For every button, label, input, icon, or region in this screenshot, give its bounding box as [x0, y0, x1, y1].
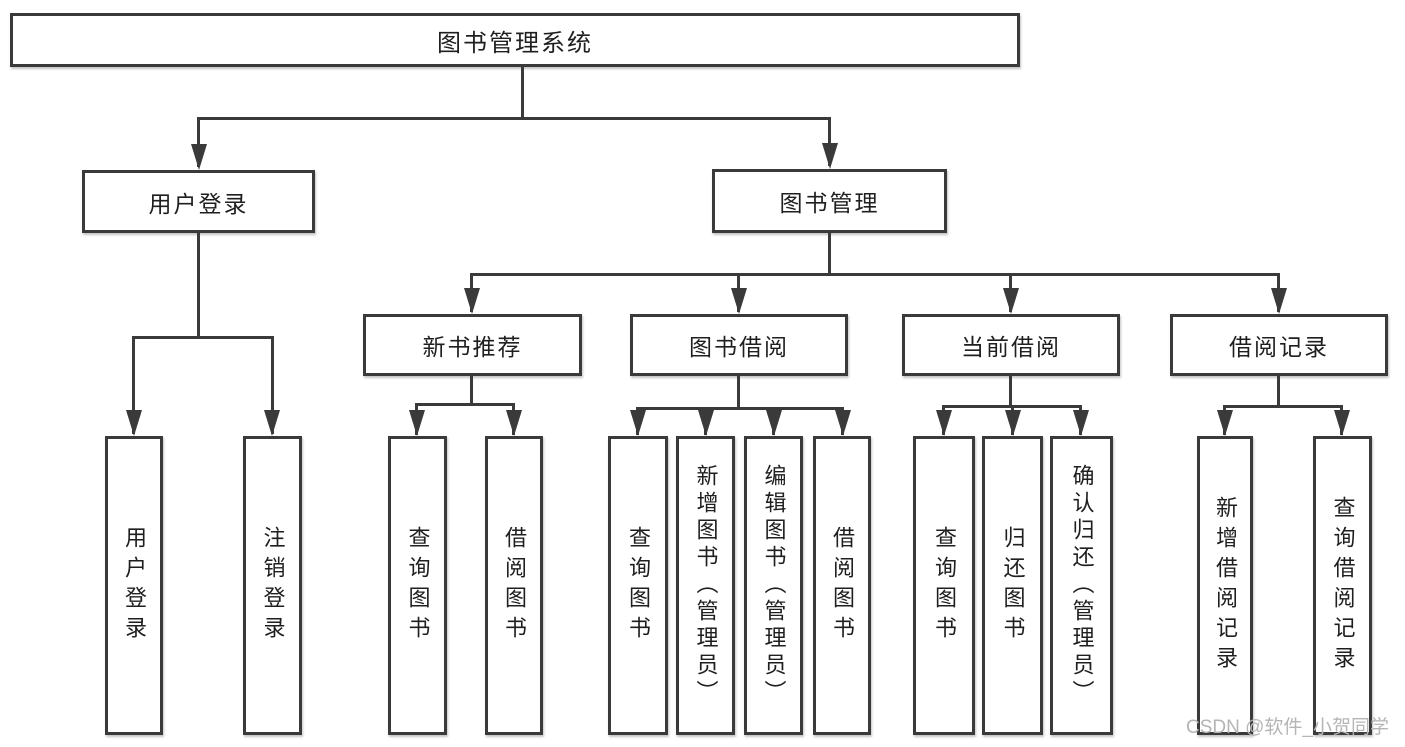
- leaf-add-books-admin-label: 新增图书（管理员）: [693, 464, 719, 707]
- leaf-borrow-books-recommend: 借阅图书: [485, 436, 543, 735]
- leaf-user-login: 用户登录: [105, 436, 163, 735]
- connector-hline: [415, 403, 515, 406]
- connector-vline: [737, 376, 740, 409]
- leaf-borrow-books-borrow: 借阅图书: [813, 436, 871, 735]
- node-borrow-records-label: 借阅记录: [1229, 334, 1329, 360]
- connector-vline: [271, 336, 274, 434]
- connector-hline: [636, 407, 844, 410]
- leaf-query-books-borrow-label: 查询图书: [626, 525, 651, 646]
- leaf-add-borrow-record-label: 新增借阅记录: [1213, 495, 1238, 676]
- node-user-login: 用户登录: [82, 170, 315, 233]
- leaf-borrow-books-borrow-label: 借阅图书: [830, 525, 855, 646]
- leaf-user-login-label: 用户登录: [122, 525, 147, 646]
- arrowhead-down-icon: [409, 410, 425, 436]
- node-root: 图书管理系统: [10, 13, 1020, 67]
- node-book-borrow-label: 图书借阅: [689, 334, 789, 360]
- leaf-logout-label: 注销登录: [260, 525, 286, 646]
- node-user-login-label: 用户登录: [148, 190, 249, 217]
- node-book-borrow: 图书借阅: [630, 314, 848, 376]
- connector-vline: [828, 117, 831, 166]
- arrowhead-down-icon: [191, 144, 207, 170]
- leaf-confirm-return-admin-label: 确认归还（管理员）: [1069, 464, 1095, 707]
- leaf-edit-books-admin-label: 编辑图书（管理员）: [761, 464, 787, 707]
- arrowhead-down-icon: [506, 410, 522, 436]
- node-book-management-label: 图书管理: [779, 190, 880, 216]
- arrowhead-down-icon: [766, 410, 782, 436]
- leaf-query-books-current: 查询图书: [913, 436, 975, 735]
- connector-hline: [1223, 405, 1342, 408]
- arrowhead-down-icon: [731, 288, 747, 314]
- connector-vline: [828, 233, 831, 275]
- leaf-return-books-label: 归还图书: [1000, 525, 1026, 646]
- leaf-query-borrow-record: 查询借阅记录: [1313, 436, 1372, 735]
- connector-vline: [521, 67, 524, 119]
- arrowhead-down-icon: [464, 288, 480, 314]
- leaf-confirm-return-admin: 确认归还（管理员）: [1050, 436, 1113, 735]
- arrowhead-down-icon: [822, 143, 838, 169]
- node-current-borrow-label: 当前借阅: [961, 334, 1061, 360]
- leaf-query-books-recommend: 查询图书: [388, 436, 447, 735]
- arrowhead-down-icon: [1073, 410, 1089, 436]
- node-book-management: 图书管理: [712, 169, 947, 233]
- connector-vline: [1277, 376, 1280, 407]
- leaf-query-books-borrow: 查询图书: [608, 436, 668, 735]
- node-current-borrow: 当前借阅: [902, 314, 1120, 376]
- connector-vline: [197, 233, 200, 336]
- arrowhead-down-icon: [1217, 410, 1233, 436]
- arrowhead-down-icon: [936, 410, 952, 436]
- node-new-book-recommend: 新书推荐: [363, 314, 582, 376]
- leaf-logout: 注销登录: [243, 436, 302, 735]
- arrowhead-down-icon: [1005, 410, 1021, 436]
- leaf-edit-books-admin: 编辑图书（管理员）: [744, 436, 803, 735]
- leaf-add-borrow-record: 新增借阅记录: [1197, 436, 1253, 735]
- connector-hline: [197, 117, 831, 120]
- connector-hline: [132, 336, 274, 339]
- arrowhead-down-icon: [1003, 288, 1019, 314]
- arrowhead-down-icon: [264, 410, 280, 436]
- leaf-query-books-recommend-label: 查询图书: [405, 525, 431, 646]
- arrowhead-down-icon: [126, 410, 142, 436]
- leaf-query-borrow-record-label: 查询借阅记录: [1330, 495, 1356, 676]
- csdn-watermark: CSDN @软件_小贺同学: [1186, 717, 1389, 738]
- arrowhead-down-icon: [1271, 288, 1287, 314]
- leaf-return-books: 归还图书: [982, 436, 1043, 735]
- node-new-book-recommend-label: 新书推荐: [422, 334, 523, 360]
- connector-vline: [470, 376, 473, 405]
- leaf-query-books-current-label: 查询图书: [932, 525, 957, 646]
- connector-vline: [1009, 376, 1012, 407]
- connector-vline: [197, 117, 200, 167]
- arrowhead-down-icon: [698, 410, 714, 436]
- node-root-label: 图书管理系统: [437, 29, 593, 57]
- arrowhead-down-icon: [1334, 410, 1350, 436]
- arrowhead-down-icon: [630, 410, 646, 436]
- connector-vline: [132, 336, 135, 434]
- connector-hline: [470, 273, 1280, 276]
- leaf-add-books-admin: 新增图书（管理员）: [676, 436, 735, 735]
- leaf-borrow-books-recommend-label: 借阅图书: [502, 525, 527, 646]
- arrowhead-down-icon: [835, 410, 851, 436]
- node-borrow-records: 借阅记录: [1170, 314, 1388, 376]
